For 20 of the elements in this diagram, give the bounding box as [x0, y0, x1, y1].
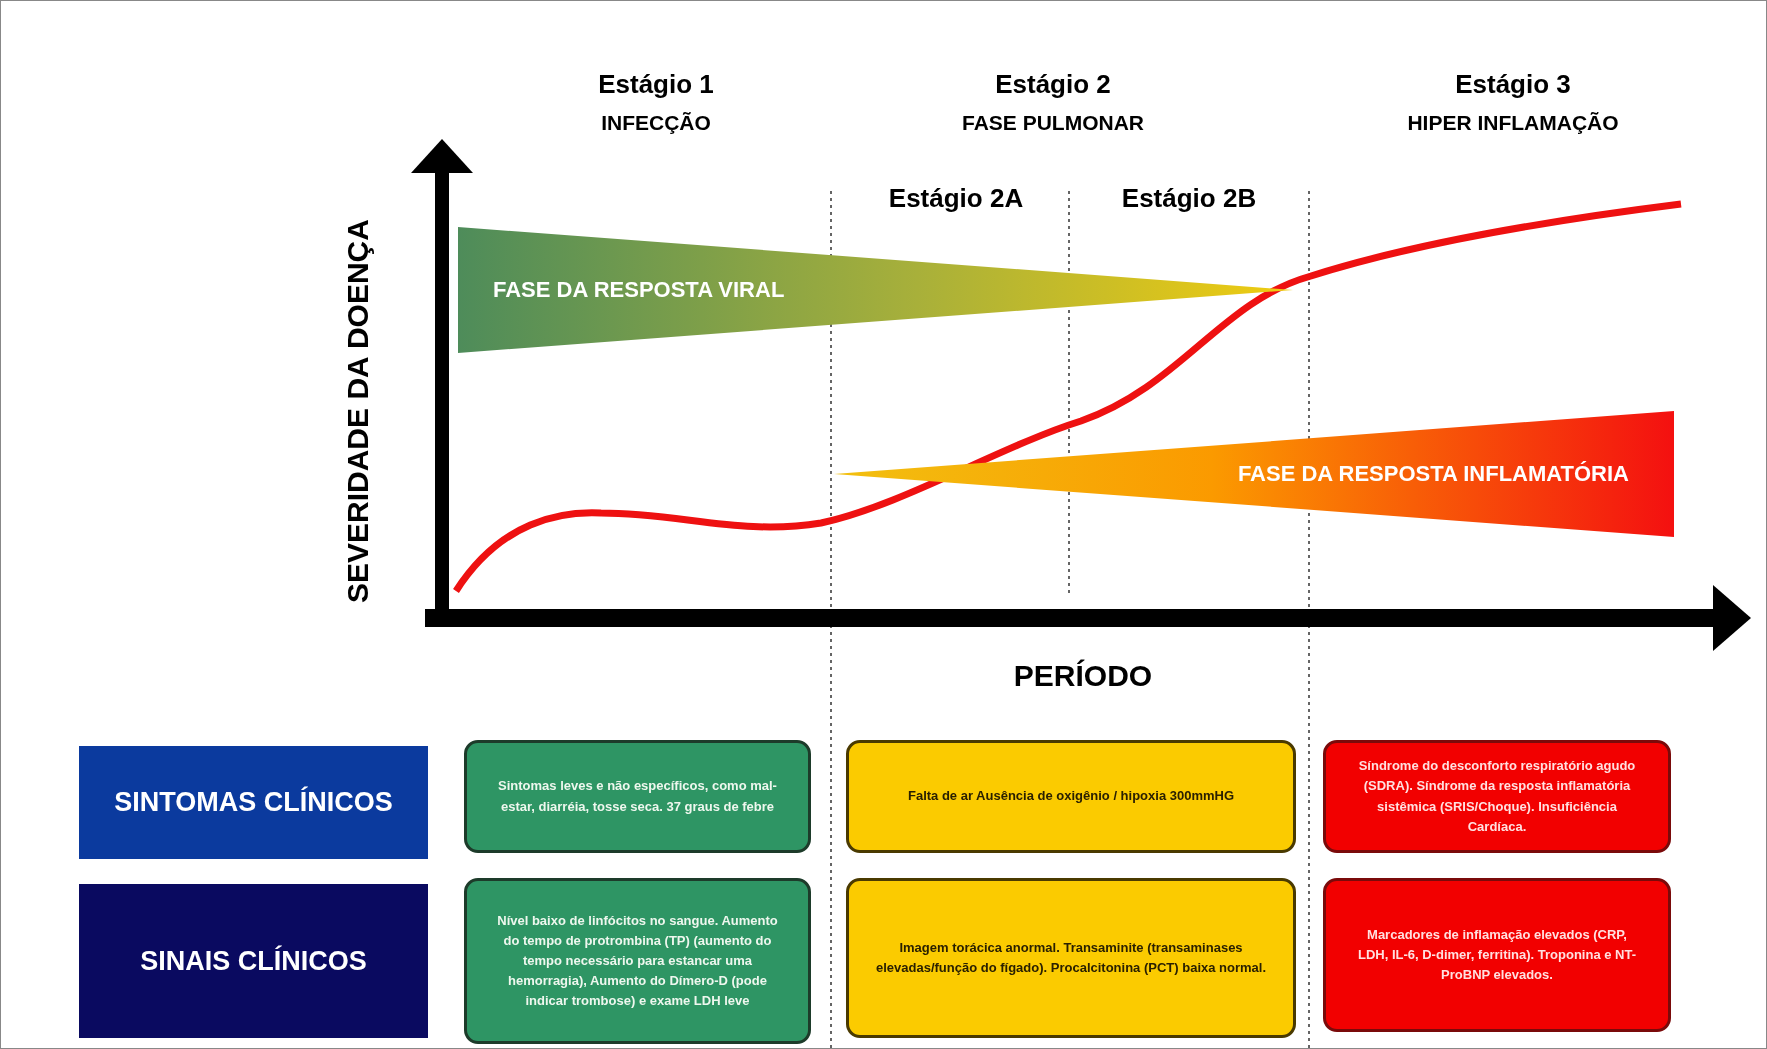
stage-heading: Estágio 2: [995, 69, 1111, 100]
info-card: Sintomas leves e não específicos, como mal-estar, diarréia, tosse seca. 37 graus de febre: [464, 740, 811, 853]
stage-subheading: INFECÇÃO: [601, 111, 711, 135]
stage-subheading: FASE PULMONAR: [962, 111, 1144, 135]
stage-heading: Estágio 2B: [1121, 183, 1257, 214]
stage-subheading: HIPER INFLAMAÇÃO: [1407, 111, 1619, 135]
stage-heading: Estágio 2A: [888, 183, 1024, 214]
info-card: Imagem torácica anormal. Transaminite (transaminases elevadas/função do fígado). Procalcitonina (PCT) baixa normal.: [846, 878, 1296, 1038]
axis-title: PERÍODO: [1013, 659, 1153, 693]
info-card: Nível baixo de linfócitos no sangue. Aumento do tempo de protrombina (TP) (aumento do tempo necessário para estancar uma hemorragia), Aumento do Dímero-D (pode indicar trombose) e exame LDH leve: [464, 878, 811, 1044]
row-header: SINTOMAS CLÍNICOS: [79, 746, 428, 859]
stage-heading: Estágio 3: [1455, 69, 1571, 100]
phase-label: FASE DA RESPOSTA INFLAMATÓRIA: [1237, 461, 1629, 487]
info-card: Síndrome do desconforto respiratório agudo (SDRA). Síndrome da resposta inflamatória sistêmica (SRIS/Choque). Insuficiência Cardíaca.: [1323, 740, 1671, 853]
info-card: Marcadores de inflamação elevados (CRP, LDH, IL-6, D-dimer, ferritina). Troponina e NT-ProBNP elevados.: [1323, 878, 1671, 1032]
row-header: SINAIS CLÍNICOS: [79, 884, 428, 1038]
phase-label: FASE DA RESPOSTA VIRAL: [493, 277, 785, 303]
axis-title: SEVERIDADE DA DOENÇA: [341, 218, 375, 605]
stage-heading: Estágio 1: [598, 69, 714, 100]
info-card: Falta de ar Ausência de oxigênio / hipoxia 300mmHG: [846, 740, 1296, 853]
